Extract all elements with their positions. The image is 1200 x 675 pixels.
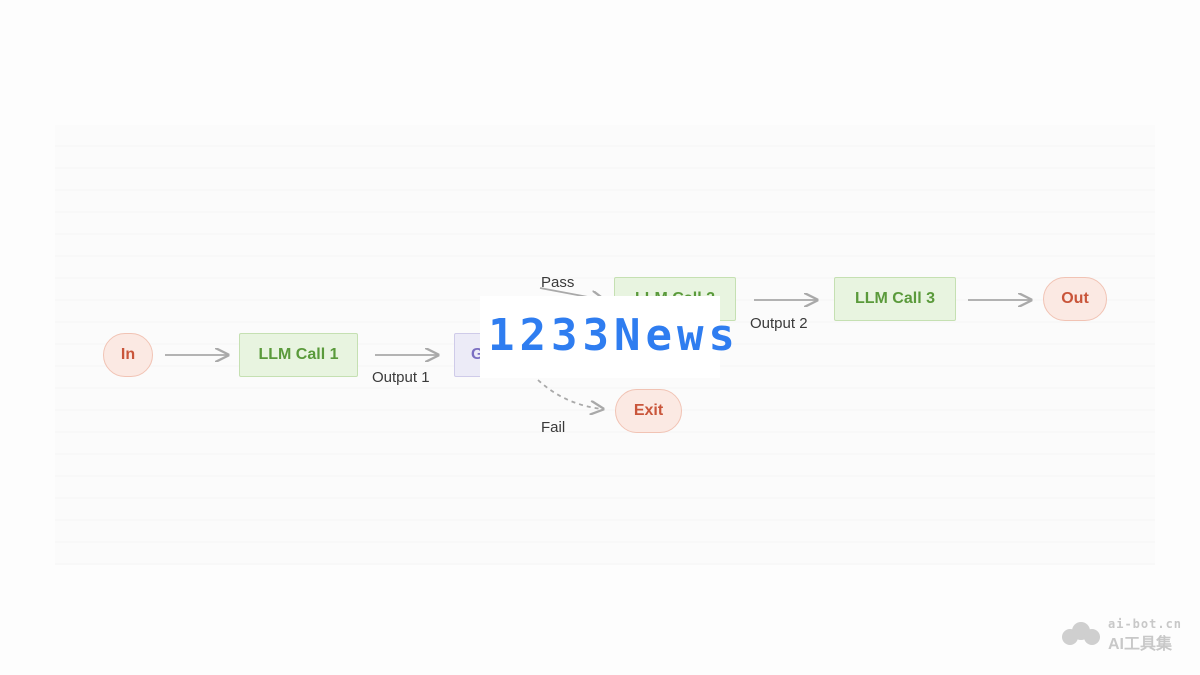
watermark-banner (480, 296, 720, 378)
corner-brand: AI工具集 (1108, 636, 1173, 653)
corner-watermark: ai-bot.cn AI工具集 (1060, 617, 1192, 653)
edge-label-output-2: Output 2 (750, 315, 808, 332)
node-exit: Exit (615, 389, 682, 433)
node-in: In (103, 333, 153, 377)
edge-gate-fail (537, 379, 603, 409)
edge-label-pass: Pass (541, 274, 575, 291)
node-llm-call-3: LLM Call 3 (834, 277, 956, 321)
corner-url: ai-bot.cn (1108, 617, 1183, 631)
watermark-text: 1233News (488, 310, 740, 361)
edge-label-fail: Fail (541, 419, 566, 436)
node-llm-call-1: LLM Call 1 (239, 333, 358, 377)
node-out: Out (1043, 277, 1107, 321)
logo-icon (1062, 622, 1100, 645)
edge-label-output-1: Output 1 (372, 369, 430, 386)
